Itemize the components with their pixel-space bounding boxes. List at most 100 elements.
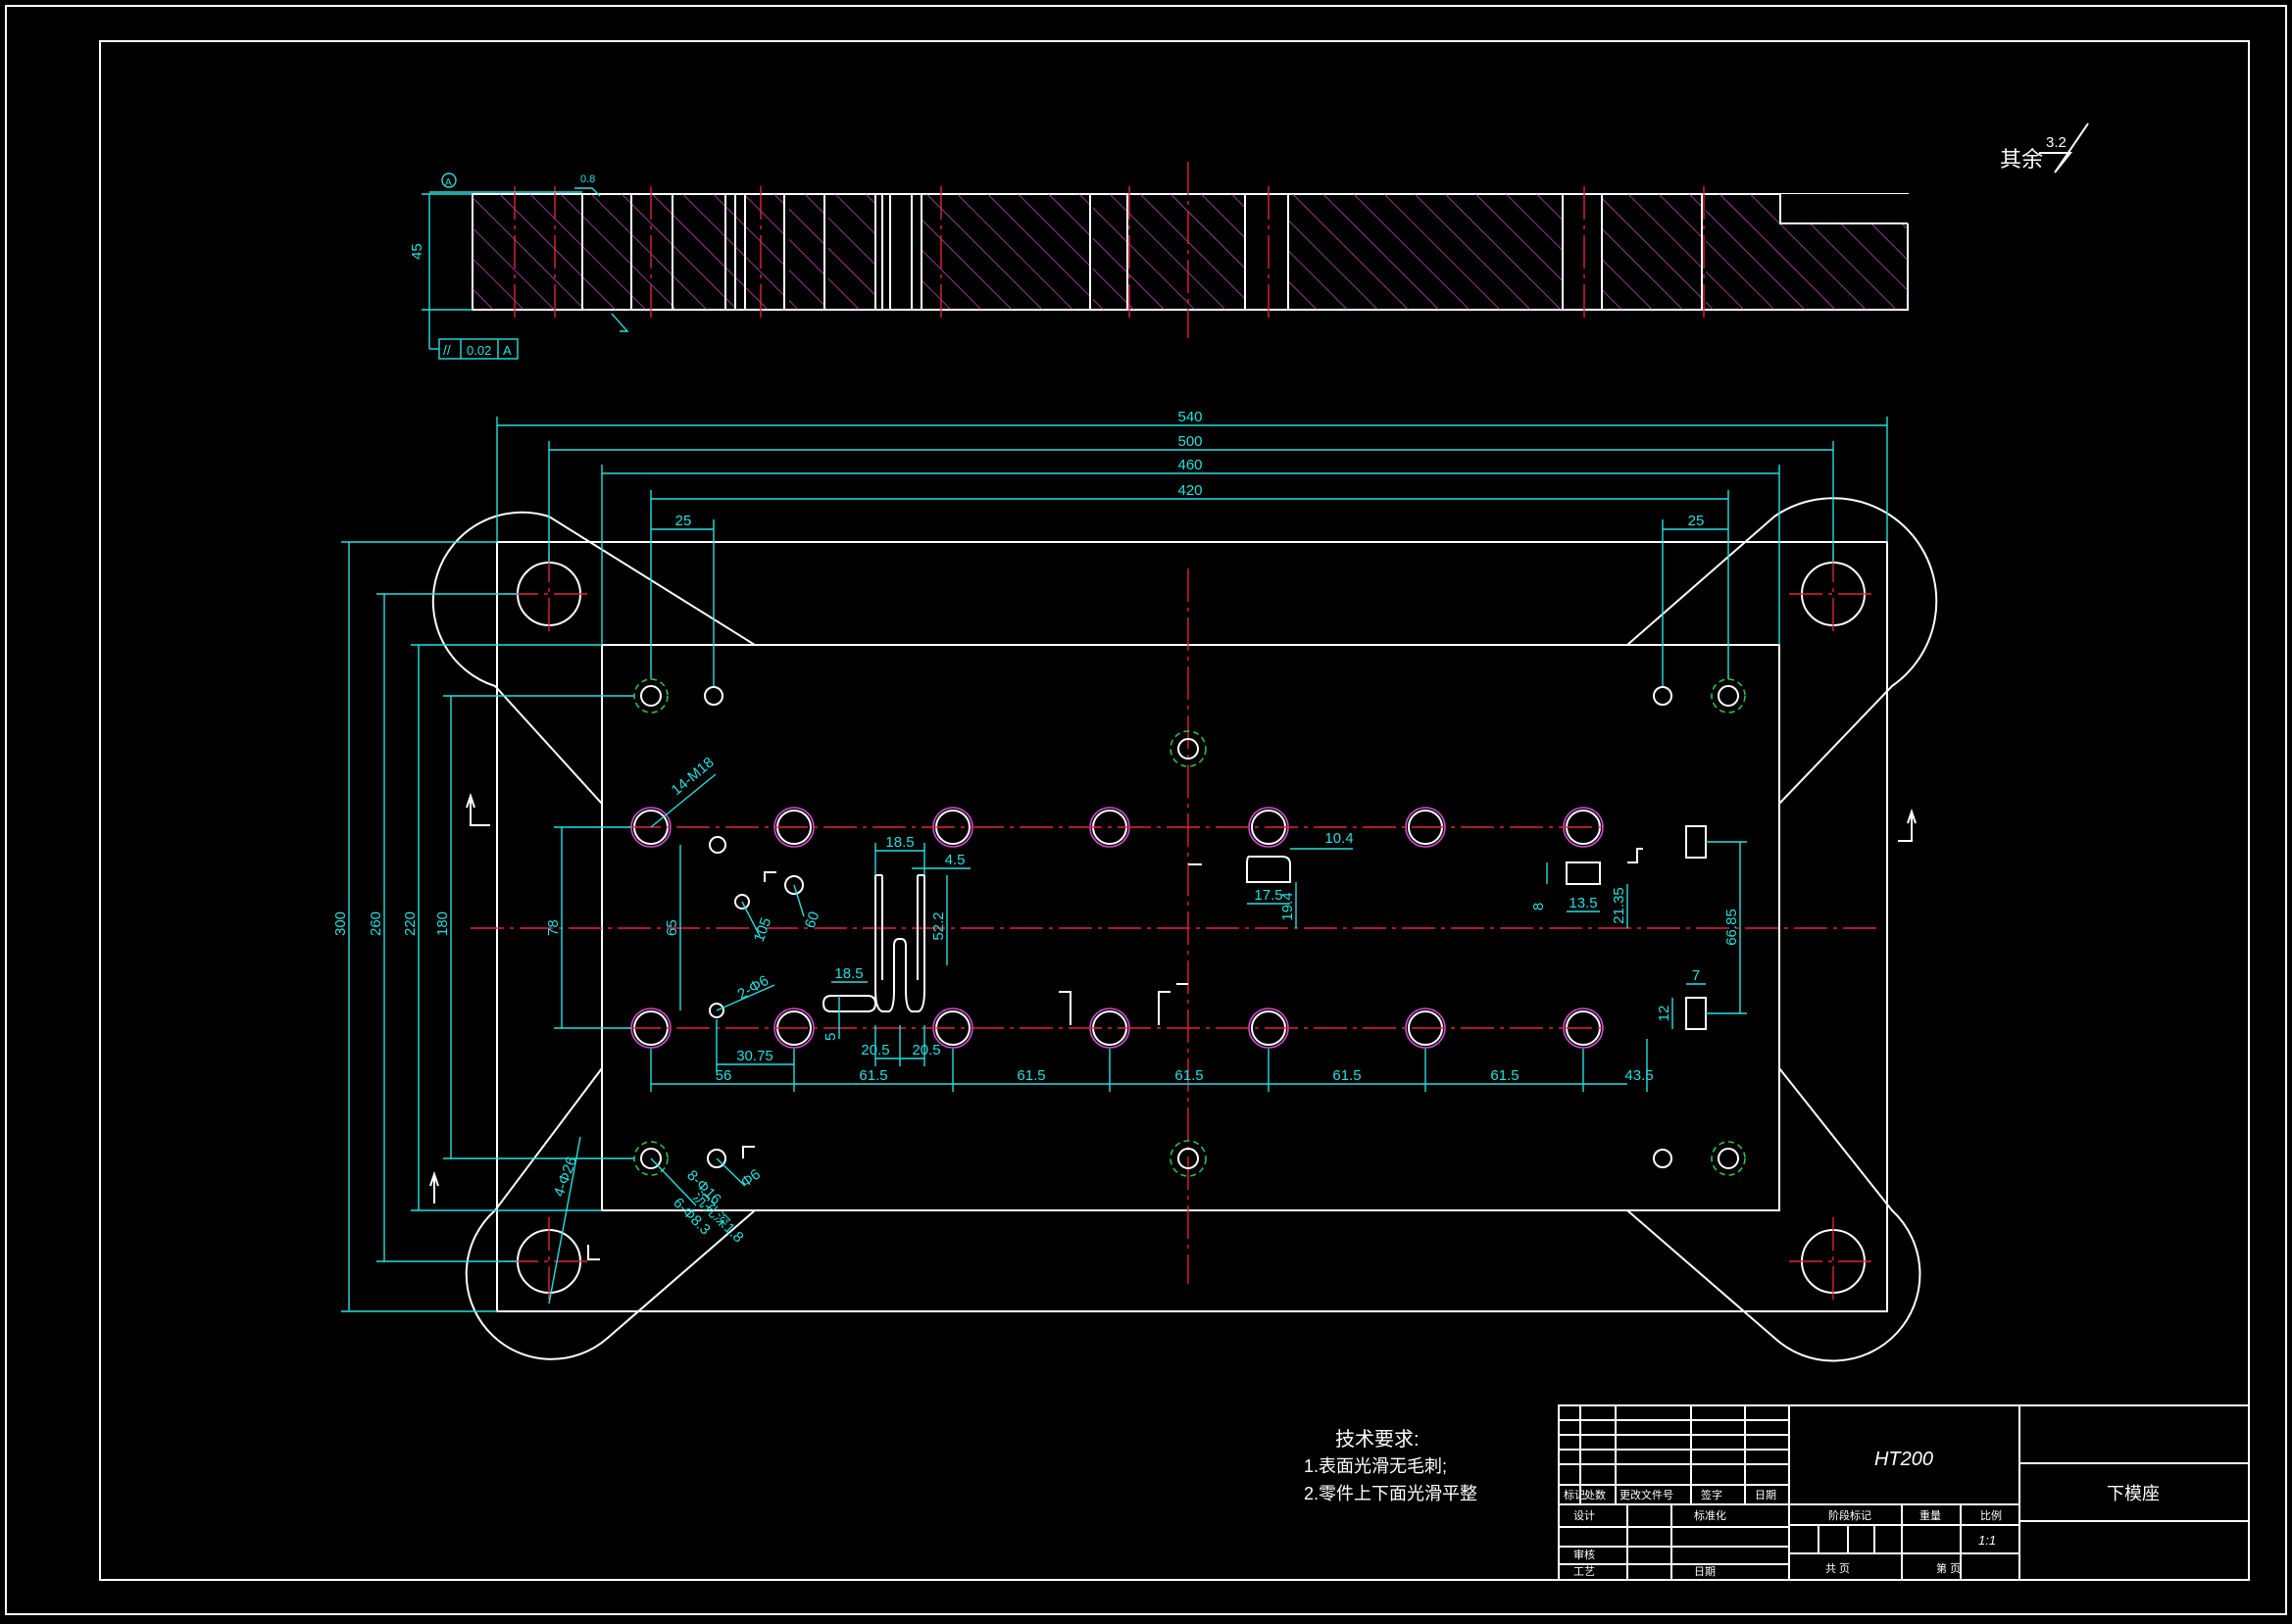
dim-25-left: 25 [675,513,692,529]
dim-7: 7 [1692,967,1700,984]
title-block: HT200 下模座 标记 处数 更改文件号 签字 日期 设计 标准化 审核 工艺… [1558,1404,2250,1581]
dim-220: 220 [402,911,419,936]
dim-8: 8 [1530,903,1547,910]
datum-circle-icon [441,172,457,188]
section-step-line [1779,194,1908,224]
dim-180: 180 [434,911,451,936]
tb-approve: 日期 [1694,1565,1716,1578]
tb-label-4: 日期 [1755,1489,1776,1501]
tb-weight: 重量 [1919,1508,1941,1522]
callout-4phi: 4-Φ26 [551,1155,580,1199]
dim-56: 56 [716,1067,732,1084]
dim-17-5: 17.5 [1254,887,1282,904]
dim-slot-20-5-a: 20.5 [861,1042,889,1058]
tech-line-2: 2.零件上下面光滑平整 [1304,1484,1477,1503]
section-hatch [828,194,875,310]
tb-stage: 阶段标记 [1828,1508,1871,1522]
dim-65: 65 [664,919,680,936]
dim-slot-18-5-top: 18.5 [885,834,914,851]
dim-260: 260 [368,911,384,936]
surface-note: 其余 [2000,147,2043,172]
dim-66-85: 66.85 [1723,909,1740,946]
tech-line-1: 1.表面光滑无毛刺; [1304,1456,1447,1476]
section-hatch [1093,194,1245,310]
part-name: 下模座 [2107,1484,2160,1503]
section-step [1780,194,1910,223]
tb-scale-value: 1:1 [1978,1533,1996,1548]
dim-19-4: 19.4 [1279,892,1296,920]
tb-check: 审核 [1573,1548,1595,1561]
dim-slot-5: 5 [822,1033,839,1041]
tb-std: 标准化 [1694,1508,1726,1522]
flatness-value: 0.8 [580,173,595,185]
dim-thickness: 45 [409,243,425,260]
dim-21-35: 21.35 [1611,887,1627,924]
section-hatch [789,194,824,310]
section-centerlines [514,162,1705,338]
dimension-lines [341,417,1888,1312]
tb-label-3: 签字 [1701,1488,1722,1501]
tech-requirements: 技术要求: 1.表面光滑无毛刺; 2.零件上下面光滑平整 [1304,1428,1477,1503]
roughness-icon [2039,123,2089,173]
parallel-icon: // [443,342,451,358]
bracket-marks [587,848,1643,1260]
section-view: 45 A 0.8 // 0.02 A [409,162,1910,360]
dim-61-5-b: 61.5 [1017,1067,1045,1084]
section-hatch [922,194,1090,310]
dim-61-5-d: 61.5 [1332,1067,1361,1084]
plan-centerlines [471,549,1882,1305]
dim-61-5-a: 61.5 [859,1067,887,1084]
dim-12: 12 [1656,1006,1672,1022]
dim-slot-4-5: 4.5 [945,852,966,868]
material: HT200 [1874,1449,1933,1470]
tb-sheets-total: 共 页 [1825,1562,1850,1575]
dim-61-5-e: 61.5 [1490,1067,1519,1084]
section-hatch [673,194,725,310]
dim-slot-20-5-b: 20.5 [912,1042,940,1058]
ear-top-right [1624,497,1938,807]
section-hole-lines [581,194,1703,310]
dim-300: 300 [332,911,349,936]
tb-scale: 比例 [1980,1508,2002,1522]
tb-design: 设计 [1573,1509,1595,1522]
roughness-symbol: 其余 3.2 [2000,123,2089,173]
base-outline [496,541,1888,1312]
dim-13-5: 13.5 [1569,895,1597,911]
dim-61-5-c: 61.5 [1174,1067,1203,1084]
dim-slot-18-5-bot: 18.5 [834,965,863,982]
dim-30-75: 30.75 [736,1048,773,1064]
section-hatch [1602,194,1702,310]
section-markers [429,792,1917,1204]
tb-sheet-no: 第 页 [1936,1561,1961,1575]
dim-460: 460 [1177,457,1202,473]
parallelism-frame [438,338,519,360]
ear-top-left [431,511,759,807]
tech-title: 技术要求: [1335,1428,1420,1451]
dim-60: 60 [802,910,823,930]
ear-bottom-right [1624,1065,1921,1362]
tb-process: 工艺 [1573,1565,1595,1578]
section-hatch [473,194,582,310]
parallelism-datum: A [503,343,512,358]
datum-label: A [445,177,452,188]
tb-label-2: 更改文件号 [1619,1488,1673,1501]
dim-500: 500 [1177,433,1202,450]
dim-420: 420 [1177,482,1202,499]
section-hatch [582,194,673,310]
dim-43-5: 43.5 [1624,1067,1653,1084]
hole-centerlines [627,826,1608,1029]
parallelism-value: 0.02 [467,343,491,358]
dim-25-right: 25 [1688,513,1705,529]
dim-slot-52-2: 52.2 [930,911,947,940]
plan-view: 540 500 460 420 25 25 300 260 220 180 78… [332,409,1938,1362]
roughness-value: 3.2 [2046,134,2067,151]
dim-78: 78 [545,919,562,936]
roughness-small-icon [611,313,629,332]
section-hatch [1288,194,1563,310]
outer-border [5,5,2287,1615]
pin-holes [704,686,1672,1168]
ear-bottom-left [465,1065,758,1360]
inner-border [99,40,2250,1581]
dim-10-4: 10.4 [1324,830,1353,847]
